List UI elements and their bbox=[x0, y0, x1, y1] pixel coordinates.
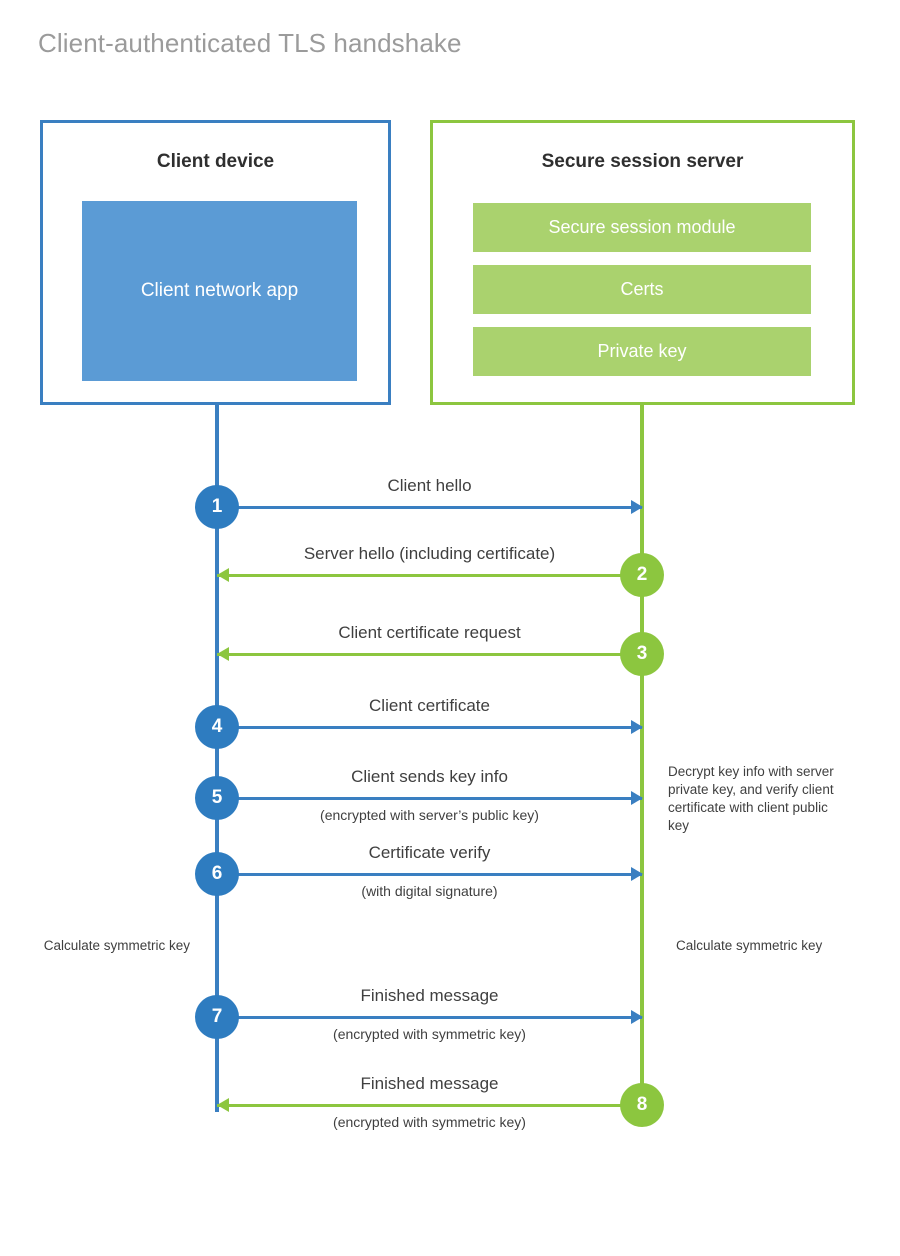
arrow-head-8 bbox=[217, 1098, 229, 1112]
secure-session-server-box: Secure session server Secure session mod… bbox=[430, 120, 855, 405]
message-label-6: Certificate verify bbox=[368, 843, 491, 862]
arrow-head-2 bbox=[217, 568, 229, 582]
arrow-head-3 bbox=[217, 647, 229, 661]
message-line-2 bbox=[217, 574, 642, 577]
message-sublabel-5: (encrypted with server’s public key) bbox=[320, 807, 539, 823]
step-badge-7[interactable]: 7 bbox=[195, 995, 239, 1039]
message-line-3 bbox=[217, 653, 642, 656]
note-calculate-symmetric-key-client: Calculate symmetric key bbox=[43, 938, 190, 953]
message-line-5 bbox=[217, 797, 642, 800]
step-badge-6[interactable]: 6 bbox=[195, 852, 239, 896]
message-label-5: Client sends key info bbox=[351, 767, 508, 786]
message-line-7 bbox=[217, 1016, 642, 1019]
message-sublabel-8: (encrypted with symmetric key) bbox=[333, 1114, 526, 1130]
message-sublabel-7: (encrypted with symmetric key) bbox=[333, 1026, 526, 1042]
message-label-8: Finished message bbox=[360, 1074, 499, 1093]
secure-session-server-title: Secure session server bbox=[541, 151, 744, 172]
message-line-1 bbox=[217, 506, 642, 509]
step-badge-1[interactable]: 1 bbox=[195, 485, 239, 529]
step-badge-4[interactable]: 4 bbox=[195, 705, 239, 749]
arrow-head-5 bbox=[631, 791, 643, 805]
note-decrypt-key-info: Decrypt key info with server private key… bbox=[668, 764, 834, 833]
note-calculate-symmetric-key-server: Calculate symmetric key bbox=[676, 938, 823, 953]
message-label-3: Client certificate request bbox=[338, 623, 521, 642]
message-sublabel-6: (with digital signature) bbox=[361, 883, 498, 899]
arrow-head-1 bbox=[631, 500, 643, 514]
client-network-app-block: Client network app bbox=[82, 201, 357, 381]
client-device-title: Client device bbox=[156, 151, 275, 172]
client-lifeline bbox=[215, 405, 219, 1112]
message-label-4: Client certificate bbox=[369, 696, 490, 715]
server-component-secure-session-module: Secure session module bbox=[473, 203, 811, 252]
page-title: Client-authenticated TLS handshake bbox=[38, 28, 462, 58]
message-label-2: Server hello (including certificate) bbox=[303, 544, 556, 563]
message-label-7: Finished message bbox=[360, 986, 499, 1005]
message-line-6 bbox=[217, 873, 642, 876]
step-badge-8[interactable]: 8 bbox=[620, 1083, 664, 1127]
message-line-8 bbox=[217, 1104, 642, 1107]
arrow-head-7 bbox=[631, 1010, 643, 1024]
server-component-certs: Certs bbox=[473, 265, 811, 314]
message-line-4 bbox=[217, 726, 642, 729]
client-device-box: Client device Client network app bbox=[40, 120, 391, 405]
server-component-private-key: Private key bbox=[473, 327, 811, 376]
arrow-head-4 bbox=[631, 720, 643, 734]
arrow-head-6 bbox=[631, 867, 643, 881]
message-label-1: Client hello bbox=[387, 476, 472, 495]
step-badge-2[interactable]: 2 bbox=[620, 553, 664, 597]
step-badge-5[interactable]: 5 bbox=[195, 776, 239, 820]
step-badge-3[interactable]: 3 bbox=[620, 632, 664, 676]
server-lifeline bbox=[640, 405, 644, 1107]
